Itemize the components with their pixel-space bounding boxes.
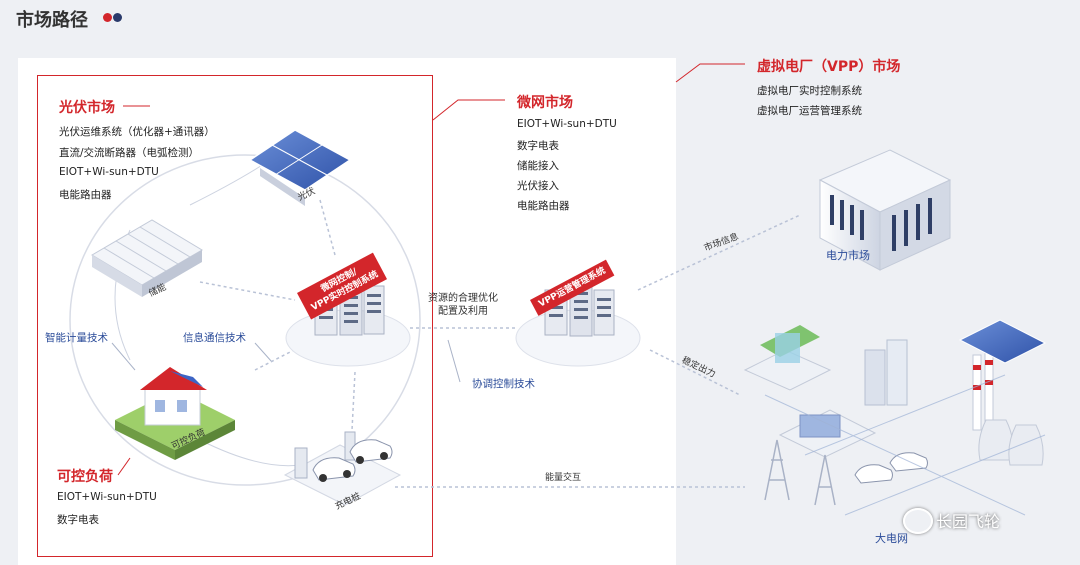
microgrid-market-item: 电能路由器: [517, 200, 570, 212]
load-market-item: EIOT+Wi-sun+DTU: [57, 491, 157, 503]
pv-load-frame: [37, 75, 433, 557]
microgrid-market-item: EIOT+Wi-sun+DTU: [517, 118, 617, 130]
vpp-market-title: 虚拟电厂（VPP）市场: [757, 59, 901, 75]
microgrid-market-item: 数字电表: [517, 140, 559, 152]
node-power-market-label: 电力市场: [826, 249, 870, 262]
load-market-item: 数字电表: [57, 514, 99, 526]
pv-market-item: EIOT+Wi-sun+DTU: [59, 166, 159, 178]
link-resource-optimization: 资源的合理优化 配置及利用: [428, 293, 498, 317]
load-market-title: 可控负荷: [57, 469, 113, 485]
title-dot-icon: [113, 13, 122, 22]
pv-market-item: 直流/交流断路器（电弧检测）: [59, 147, 200, 159]
vpp-market-item: 虚拟电厂实时控制系统: [757, 85, 862, 97]
watermark-text: 长园飞轮: [936, 512, 1001, 531]
wechat-icon: [903, 508, 933, 534]
microgrid-market-item: 光伏接入: [517, 180, 559, 192]
vpp-market-item: 虚拟电厂运营管理系统: [757, 105, 862, 117]
microgrid-market-item: 储能接入: [517, 160, 559, 172]
tech-info-comm: 信息通信技术: [183, 332, 246, 344]
page-title: 市场路径: [16, 10, 88, 31]
title-dot-icon: [103, 13, 112, 22]
pv-market-item: 电能路由器: [59, 189, 112, 201]
node-grid-label: 大电网: [875, 532, 908, 545]
pv-market-title: 光伏市场: [59, 100, 115, 116]
tech-coordinated-control: 协调控制技术: [472, 378, 535, 390]
pv-market-item: 光伏运维系统（优化器+通讯器）: [59, 126, 215, 138]
link-energy-exchange: 能量交互: [545, 473, 582, 483]
microgrid-market-title: 微网市场: [517, 95, 573, 111]
tech-smart-metering: 智能计量技术: [45, 332, 108, 344]
